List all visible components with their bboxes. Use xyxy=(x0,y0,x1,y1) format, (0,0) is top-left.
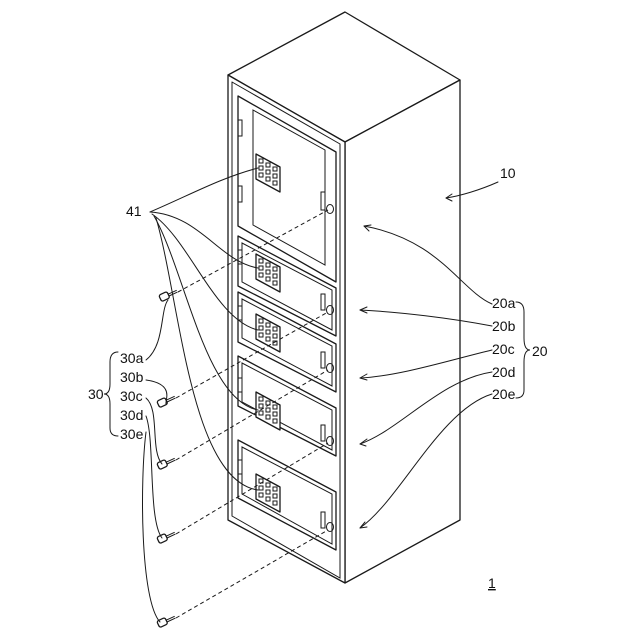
label-30d: 30d xyxy=(120,407,143,423)
keys xyxy=(157,288,178,628)
brace-20 xyxy=(516,302,530,398)
label-20d: 20d xyxy=(492,364,515,380)
label-30b: 30b xyxy=(120,369,144,385)
label-30e: 30e xyxy=(120,426,144,442)
key-icon xyxy=(159,288,178,302)
brace-30 xyxy=(104,352,118,436)
figure-label: 1 xyxy=(488,575,496,591)
label-10: 10 xyxy=(500,165,516,181)
label-30: 30 xyxy=(88,386,104,402)
label-20a: 20a xyxy=(492,295,516,311)
label-20c: 20c xyxy=(492,341,515,357)
label-20e: 20e xyxy=(492,386,516,402)
key-icon xyxy=(157,614,176,628)
label-20: 20 xyxy=(532,343,548,359)
label-20b: 20b xyxy=(492,318,516,334)
key-icon xyxy=(157,456,176,470)
key-icon xyxy=(157,530,176,544)
label-30a: 30a xyxy=(120,350,144,366)
cabinet-side xyxy=(345,80,460,583)
label-41: 41 xyxy=(126,203,142,219)
label-30c: 30c xyxy=(120,388,143,404)
